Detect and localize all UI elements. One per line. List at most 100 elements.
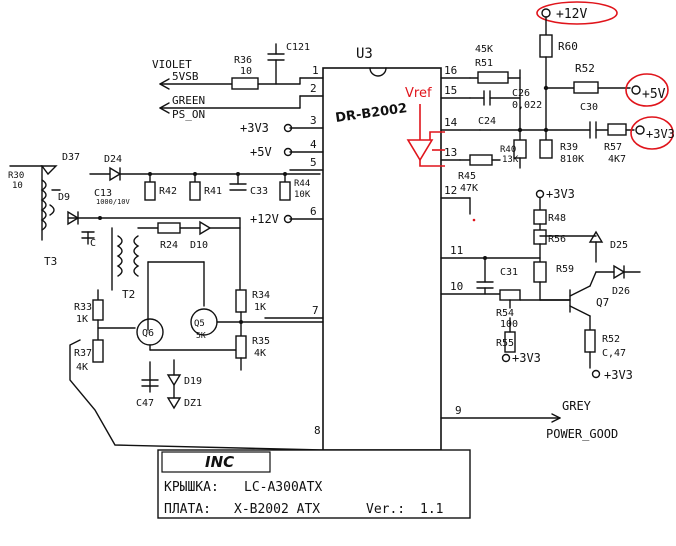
c24-label: C24 (478, 116, 496, 127)
rail-labels: +3V3 +5V +12V (240, 121, 293, 226)
grey-label: GREY (562, 399, 592, 413)
pin-13-label: 13 (444, 146, 457, 159)
d25-label: D25 (610, 240, 628, 251)
r36-label: R36 (234, 55, 252, 66)
r30-value: 10 (12, 181, 23, 191)
c121-label: C121 (286, 42, 310, 53)
pin-15-label: 15 (444, 84, 457, 97)
title-ver-value: 1.1 (420, 502, 443, 517)
power-good-label: POWER_GOOD (546, 427, 618, 441)
ic-u3: U3 DR-B2002 (322, 46, 442, 451)
r51-label: R51 (475, 58, 493, 69)
output-12v-label: +12V (556, 7, 587, 22)
r59-label: R59 (556, 264, 574, 275)
vref-label: Vref (405, 86, 432, 101)
r24-label: R24 (160, 240, 178, 251)
pin-1-label: 1 (312, 64, 319, 77)
output-5v-ring (625, 73, 669, 107)
r37-value: 4K (76, 362, 88, 373)
r36-value: 10 (240, 66, 252, 77)
power-good-section: +3V3 R48 R56 R59 D25 D26 C31 R54 100 (476, 187, 641, 382)
r41-label: R41 (204, 186, 222, 197)
ic-right-pins: 16 15 14 13 12 11 10 9 (440, 64, 561, 423)
output-3v3-label: +3V3 (646, 127, 675, 141)
pin-10-label: 10 (450, 280, 463, 293)
c33-label: C33 (250, 186, 268, 197)
divider-section: R42 R41 C33 R44 10K (144, 172, 311, 201)
c31-label: C31 (500, 267, 518, 278)
output-5v-label: +5V (642, 87, 666, 102)
q5-label: Q5 (194, 319, 205, 329)
rail-3v3-label: +3V3 (240, 121, 269, 135)
pin-9-label: 9 (455, 404, 462, 417)
dz1-label: DZ1 (184, 398, 202, 409)
power-good-output: GREY POWER_GOOD (546, 399, 618, 441)
r40-label: R40 (500, 145, 516, 155)
r35-value: 4K (254, 348, 266, 359)
pin-2-label: 2 (310, 82, 317, 95)
c-label: C (90, 238, 96, 249)
pin-16-label: 16 (444, 64, 457, 77)
pin-14-label: 14 (444, 116, 458, 129)
r39-value: 810K (560, 154, 584, 165)
rail-3v3-c: +3V3 (512, 351, 541, 365)
pin-12-label: 12 (444, 184, 457, 197)
c13-label: C13 (94, 188, 112, 199)
title-cover-value: LC-A300ATX (244, 480, 322, 495)
standby-section: VIOLET 5VSB GREEN PS_ON R36 10 C121 (152, 42, 310, 121)
r37-label: R37 (74, 348, 92, 359)
pin-6-label: 6 (310, 205, 317, 218)
c13-value: 1000/10V (96, 198, 131, 206)
title-board-value: X-B2002 ATX (234, 502, 320, 517)
pin-3-label: 3 (310, 114, 317, 127)
r34-value: 1K (254, 302, 266, 313)
title-board-label: ПЛАТА: (164, 502, 211, 517)
d9-label: D9 (58, 192, 70, 203)
violet-label: VIOLET (152, 58, 192, 71)
rail-3v3-b: +3V3 (546, 187, 575, 201)
c30-label: C30 (580, 102, 598, 113)
r48-label: R48 (548, 213, 566, 224)
r33-label: R33 (74, 302, 92, 313)
r57-value: 4K7 (608, 154, 626, 165)
ps-on-label: PS_ON (172, 108, 205, 121)
board-outline (69, 339, 324, 451)
r45-label: R45 (458, 171, 476, 182)
r60-label: R60 (558, 40, 578, 53)
r44-label: R44 (294, 179, 310, 189)
r57-label: R57 (604, 142, 622, 153)
title-company: INC (205, 453, 234, 471)
ic-left-pins: 1 2 3 4 5 6 7 8 (264, 64, 324, 437)
green-label: GREEN (172, 94, 205, 107)
pin-5-label: 5 (310, 156, 317, 169)
feedback-network: +12V R60 45K R51 C26 0,022 R52 +5V C24 C… (458, 1, 675, 222)
pin-8-label: 8 (314, 424, 321, 437)
output-3v3-ring (630, 116, 674, 150)
r30-label: R30 (8, 171, 24, 181)
c26-value: 0,022 (512, 100, 542, 111)
r40-value: 13K (502, 155, 519, 165)
d37-label: D37 (62, 152, 80, 163)
r54-label: R54 (496, 308, 514, 319)
r51-value: 45K (475, 44, 493, 55)
r52b-label: R52 (602, 334, 620, 345)
r42-label: R42 (159, 186, 177, 197)
vref-annotation: Vref (405, 86, 445, 167)
r35-label: R35 (252, 336, 270, 347)
q7-label: Q7 (596, 296, 609, 309)
c26-label: C26 (512, 88, 530, 99)
r44-value: 10K (294, 190, 311, 200)
r54-value: 100 (500, 319, 518, 330)
title-block: INC КРЫШКА: LC-A300ATX ПЛАТА: X-B2002 AT… (157, 449, 471, 519)
d10-label: D10 (190, 240, 208, 251)
r55-label: R55 (496, 338, 514, 349)
r52-label: R52 (575, 62, 595, 75)
rail-3v3-d: +3V3 (604, 368, 633, 382)
drive-section: T2 R24 D10 R33 1K R37 4K Q6 Q5 5K R34 (74, 217, 324, 410)
rail-12v-label: +12V (250, 212, 279, 226)
ic-u3-name: U3 (356, 46, 373, 62)
r33-value: 1K (76, 314, 88, 325)
t3-label: T3 (44, 255, 57, 268)
q5-value: 5K (196, 331, 206, 340)
